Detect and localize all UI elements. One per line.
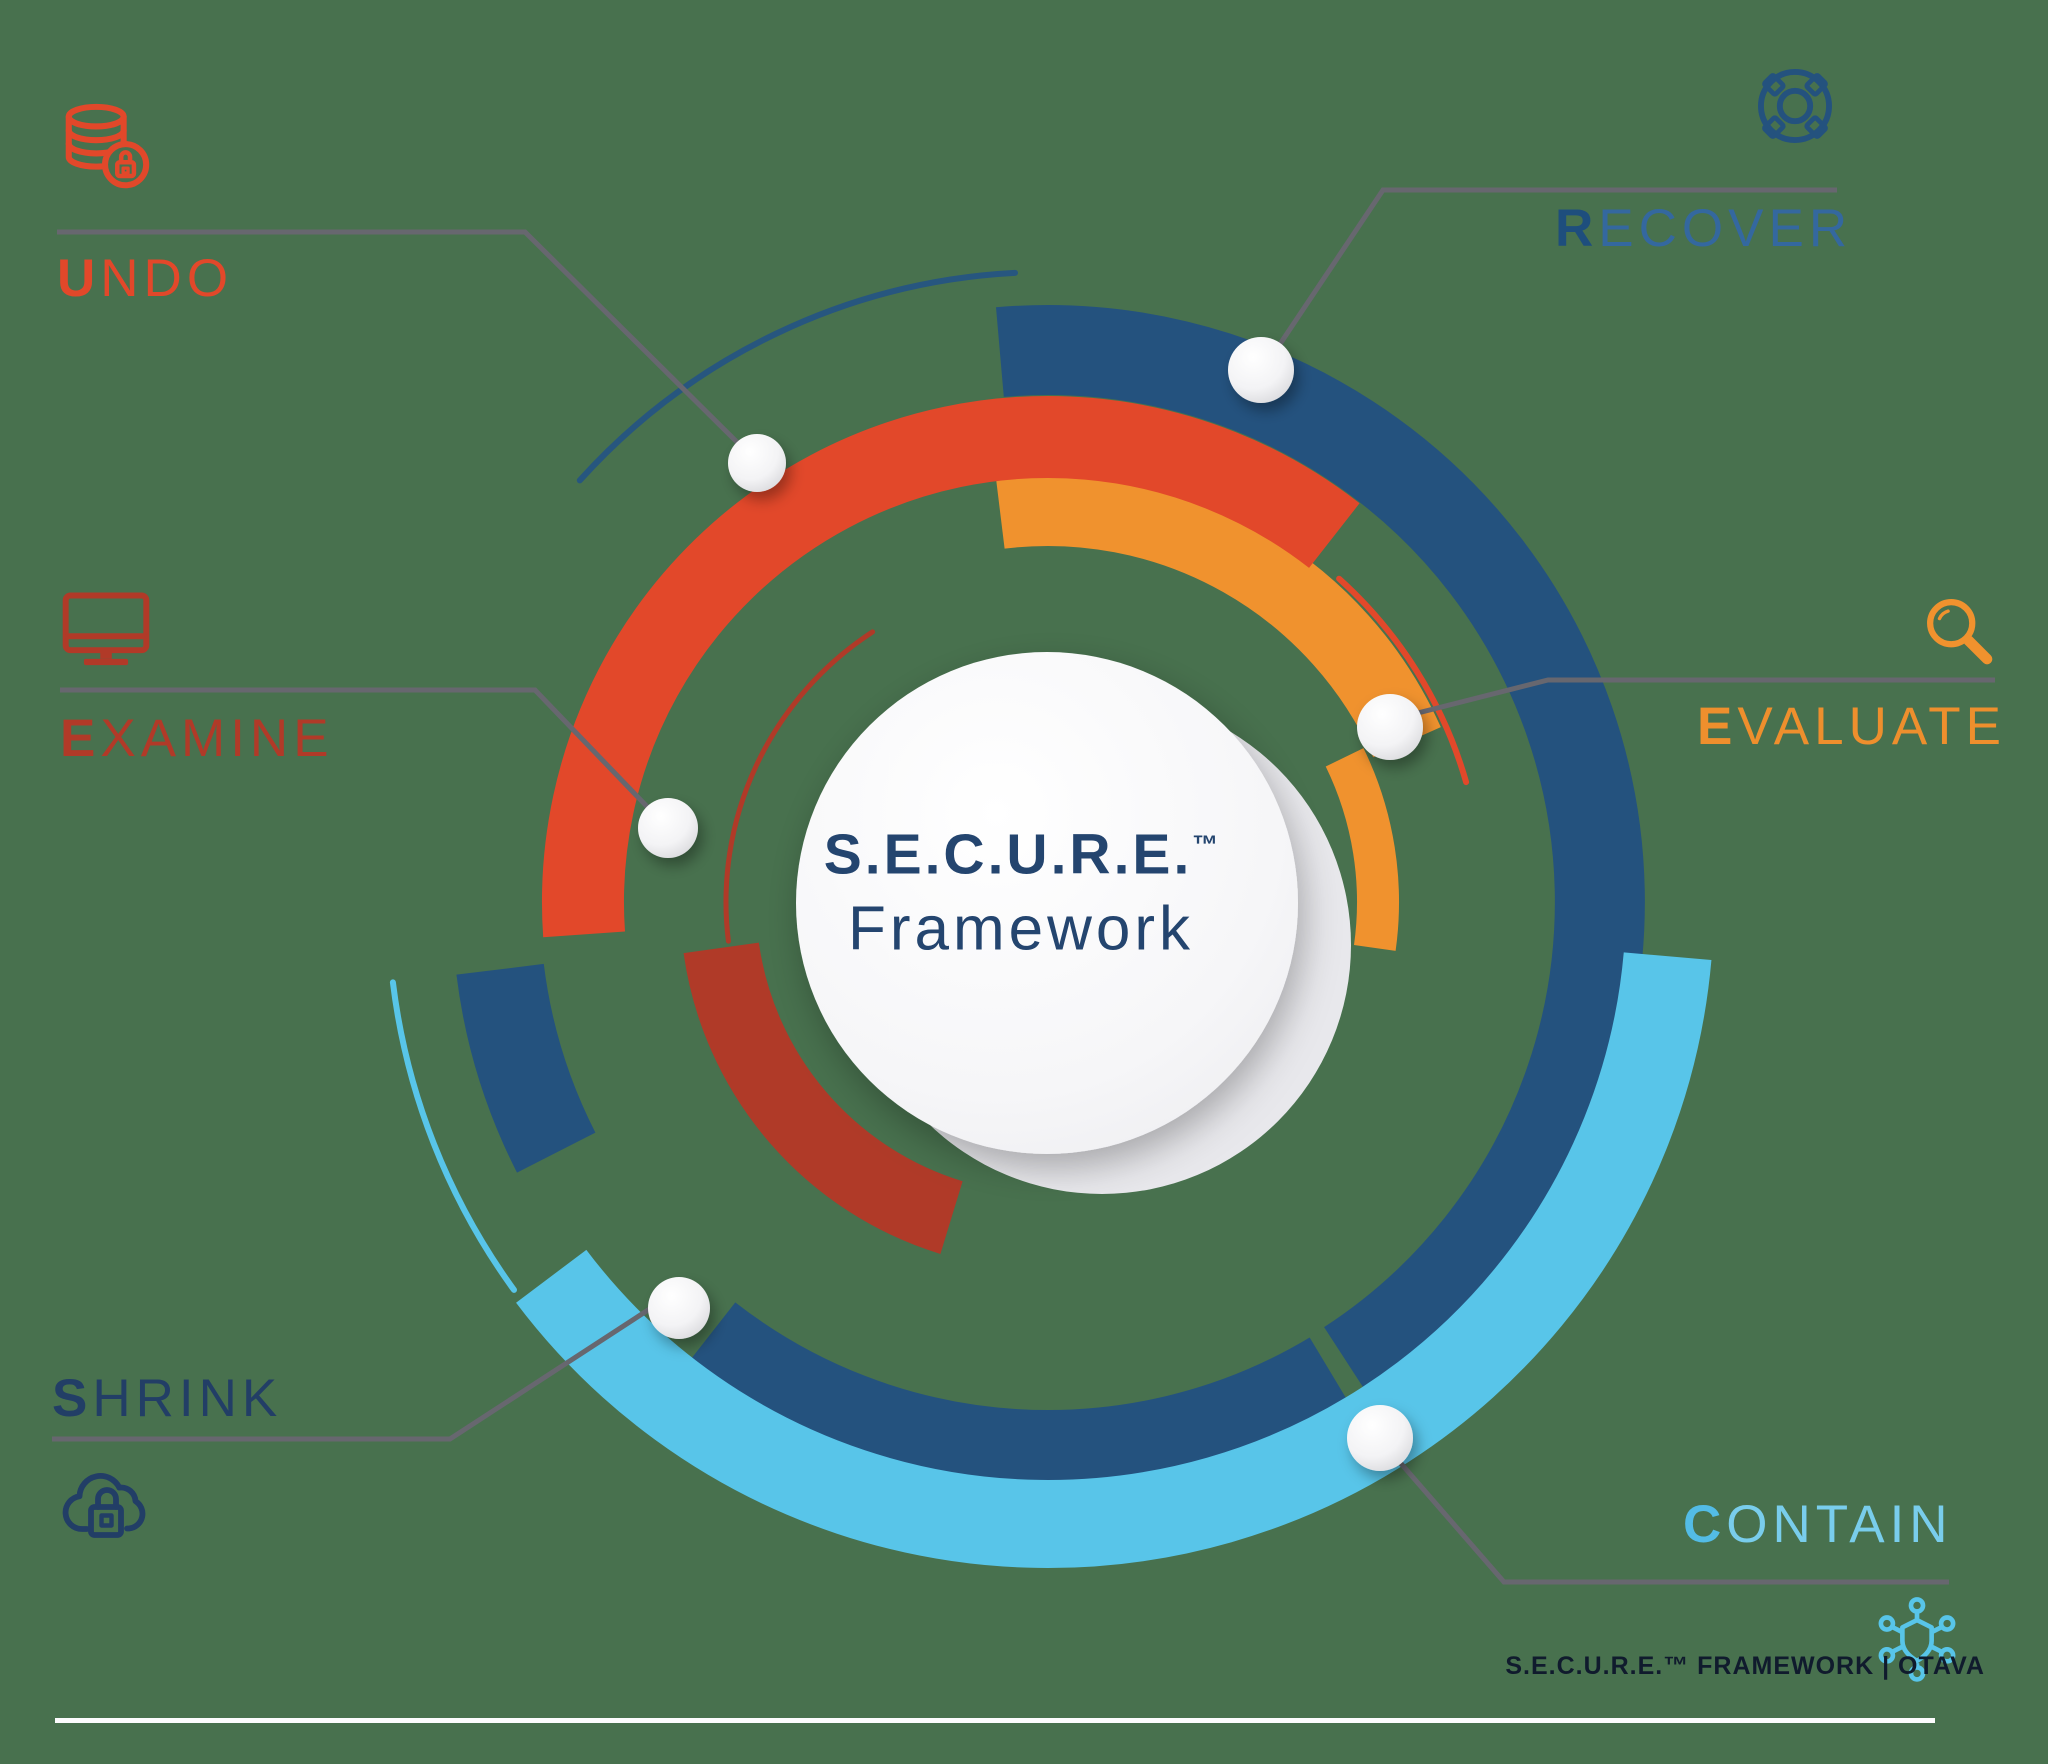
cloud-lock-icon: [56, 1452, 158, 1557]
examine-arc: [683, 942, 964, 1254]
lifebuoy-icon: [1749, 60, 1841, 157]
magnifier-icon: [1920, 592, 1998, 675]
center-title-line2: Framework: [847, 894, 1195, 964]
undo-line: [57, 229, 749, 454]
contain-arc: [516, 952, 1712, 1568]
undo-thin-arc: [1336, 575, 1470, 786]
shrink-arc: [681, 1302, 1355, 1498]
center-title-line1: S.E.C.U.R.E.™: [823, 822, 1219, 887]
footer-caption: S.E.C.U.R.E.™ FRAMEWORK | OTAVA: [1505, 1652, 1985, 1680]
shield-network-icon: [1874, 1596, 1960, 1687]
undo-arc: [541, 396, 1360, 938]
shrink-line: [52, 1294, 670, 1442]
undo-ball: [728, 434, 786, 492]
recover-thin-arc: [576, 269, 1018, 484]
examine-label: EXAMINE: [60, 709, 334, 768]
center-title: S.E.C.U.R.E.™ Framework: [824, 822, 1219, 965]
monitor-icon: [57, 583, 155, 684]
bottom-divider-line: [55, 1718, 1935, 1723]
contain-label: CONTAIN: [1683, 1495, 1953, 1554]
database-lock-icon: [57, 100, 155, 203]
evaluate-ball: [1357, 694, 1423, 760]
contain-line: [1382, 1442, 1949, 1585]
center-circle: [796, 652, 1298, 1154]
contain-thin-arc: [389, 979, 517, 1293]
shrink-fragment-arc: [456, 963, 596, 1173]
undo-label: UNDO: [57, 249, 234, 308]
trademark-symbol: ™: [1192, 829, 1219, 860]
recover-arc: [996, 305, 1645, 1403]
recover-label: RECOVER: [1555, 199, 1853, 258]
examine-ball: [638, 798, 698, 858]
recover-line: [1269, 187, 1837, 358]
evaluate-line: [1401, 677, 1995, 720]
shrink-ball: [648, 1277, 710, 1339]
examine-thin-arc: [723, 629, 876, 944]
evaluate-label: EVALUATE: [1697, 697, 2007, 756]
contain-ball: [1347, 1405, 1413, 1471]
recover-ball: [1228, 337, 1294, 403]
shrink-label: SHRINK: [52, 1369, 283, 1428]
evaluate-arc: [995, 471, 1441, 758]
examine-line: [60, 687, 660, 820]
evaluate-tail-arc: [1325, 748, 1400, 951]
